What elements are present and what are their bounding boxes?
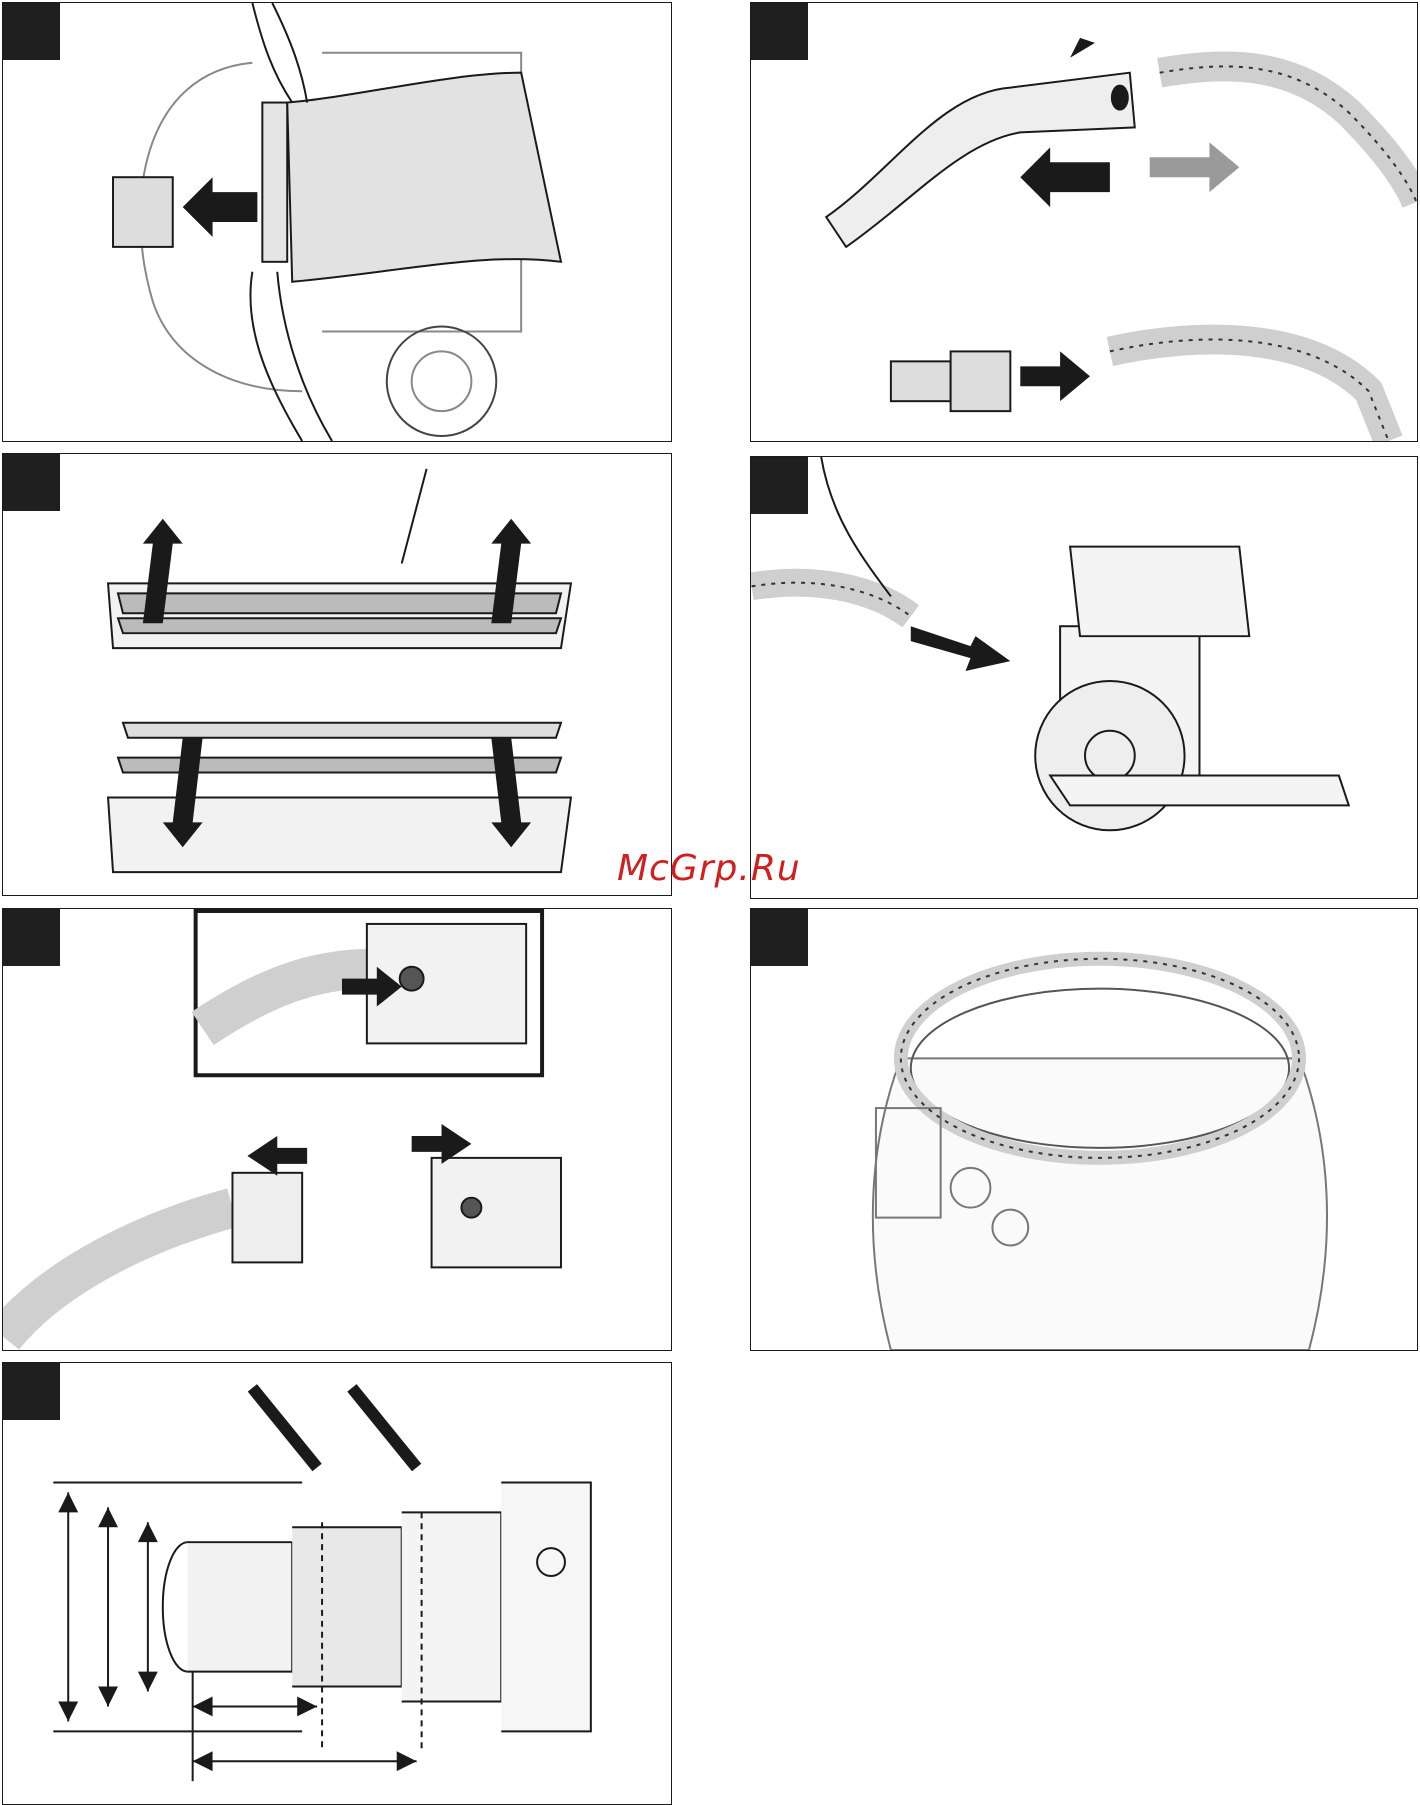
arrow-icon — [1070, 38, 1095, 58]
figure-power-tool — [750, 456, 1418, 899]
arrow-icon — [1020, 147, 1110, 207]
figure-number-badge — [3, 909, 60, 966]
figure-vacuum-storage — [750, 908, 1418, 1351]
arrow-icon — [1020, 351, 1090, 401]
figure-number-badge — [751, 457, 808, 514]
figure-hose-cuff — [2, 908, 672, 1351]
arrow-icon — [247, 1136, 307, 1176]
hose-connect-illustration — [751, 3, 1417, 441]
figure-hose-connect — [750, 2, 1418, 442]
arrow-icon — [1150, 142, 1240, 192]
filter-bag-illustration — [3, 3, 671, 441]
figure-number-badge — [751, 3, 808, 60]
power-tool-illustration — [751, 457, 1417, 898]
arrow-icon — [183, 177, 258, 237]
adapter-cutting-illustration — [3, 1363, 671, 1804]
arrow-icon — [911, 626, 1011, 671]
hose-cuff-illustration — [3, 909, 671, 1350]
floor-nozzle-illustration — [3, 454, 671, 895]
figure-number-badge — [3, 3, 60, 60]
figure-number-badge — [3, 1363, 60, 1420]
figure-adapter-cutting — [2, 1362, 672, 1805]
figure-floor-nozzle — [2, 453, 672, 896]
figure-filter-bag — [2, 2, 672, 442]
vacuum-storage-illustration — [751, 909, 1417, 1350]
figure-number-badge — [751, 909, 808, 966]
watermark: McGrp.Ru — [617, 848, 801, 889]
figure-number-badge — [3, 454, 60, 511]
